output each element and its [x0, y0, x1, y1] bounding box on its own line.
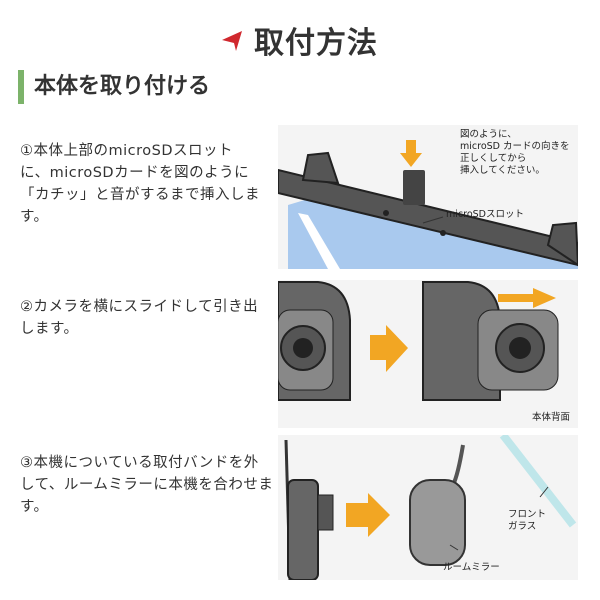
- step-line: ①本体上部のmicroSDスロット: [20, 143, 234, 159]
- insert-note: 図のように、microSD カードの向きを 正しくしてから挿入してください。: [460, 129, 570, 176]
- section-heading: 本体を取り付ける: [18, 70, 210, 104]
- step-line: す。: [20, 499, 49, 515]
- microsd-card-icon: [403, 170, 425, 205]
- slide-arrow-icon: [498, 288, 556, 308]
- down-arrow-icon: [400, 140, 422, 167]
- step-3-text: ③本機についている取付バンドを外 して、ルームミラーに本機を合わせま す。: [20, 452, 275, 518]
- red-arrow-icon: [222, 31, 242, 51]
- step-line: します。: [20, 321, 79, 337]
- step-line: ②カメラを横にスライドして引き出: [20, 299, 259, 315]
- page-title-text: 取付方法: [254, 26, 378, 61]
- step-line: 「カチッ」と音がするまで挿入しま: [20, 187, 260, 203]
- mirror-top-illustration: [278, 140, 578, 269]
- right-arrow-icon: [370, 325, 408, 372]
- back-caption: 本体背面: [532, 412, 571, 423]
- slot-label: microSDスロット: [446, 209, 524, 220]
- windshield-label: フロントガラス: [508, 509, 547, 532]
- step-1-text: ①本体上部のmicroSDスロット に、microSDカードを図のように 「カチ…: [20, 140, 275, 228]
- page-title: 取付方法: [0, 18, 600, 62]
- figure-camera-slide: 本体背面: [278, 280, 578, 428]
- step-line: に、microSDカードを図のように: [20, 165, 250, 181]
- camera-slide-illustration: [278, 281, 559, 401]
- step-line: す。: [20, 209, 49, 225]
- figure-mirror-mount: フロントガラス ルームミラー: [278, 435, 578, 580]
- room-mirror-label: ルームミラー: [443, 562, 500, 573]
- step-line: ③本機についている取付バンドを外: [20, 455, 259, 471]
- right-arrow-icon: [346, 493, 390, 537]
- mirror-mount-illustration: [284, 435, 577, 580]
- figure-microsd-insert: 図のように、microSD カードの向きを 正しくしてから挿入してください。 m…: [278, 125, 578, 269]
- step-line: して、ルームミラーに本機を合わせま: [20, 477, 274, 493]
- step-2-text: ②カメラを横にスライドして引き出 します。: [20, 296, 275, 340]
